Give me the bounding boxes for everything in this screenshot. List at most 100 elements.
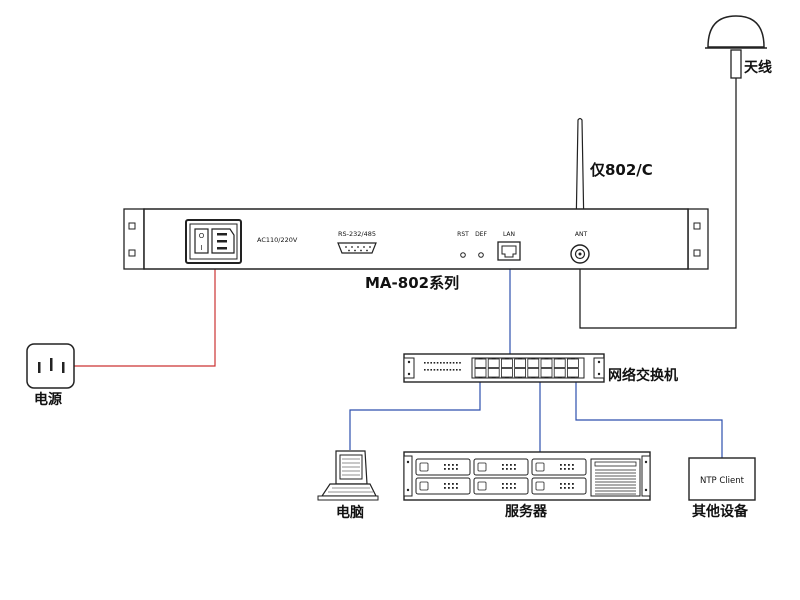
- switch-led: [427, 362, 429, 364]
- drive-led: [514, 464, 516, 466]
- def-label: DEF: [475, 231, 487, 238]
- switch-port-tab: [478, 357, 483, 360]
- switch-led: [440, 369, 442, 371]
- server: [403, 451, 651, 501]
- drive-led: [448, 487, 450, 489]
- switch-port-tab: [557, 357, 562, 360]
- switch-led: [430, 362, 432, 364]
- drive-led: [510, 487, 512, 489]
- rack-hole: [693, 249, 701, 257]
- drive-led: [448, 464, 450, 466]
- power-line: [74, 260, 216, 367]
- switch-port-tab: [518, 357, 523, 360]
- power-switch: [194, 228, 209, 254]
- switch-port: [553, 358, 566, 368]
- drive-led: [452, 483, 454, 485]
- computer-line: [349, 382, 481, 450]
- drive-led: [564, 464, 566, 466]
- switch-port: [527, 368, 540, 378]
- switch-led: [436, 369, 439, 371]
- switch-port: [567, 358, 579, 368]
- drive-bay-latch: [419, 481, 429, 491]
- switch-port: [527, 358, 540, 368]
- rst-button: [460, 252, 466, 258]
- switch-led: [427, 369, 429, 371]
- switch-port: [540, 358, 553, 368]
- connection-lines: [74, 78, 737, 458]
- def-button: [478, 252, 484, 258]
- switch-port-tab: [544, 357, 549, 360]
- switch-port-tab: [531, 357, 536, 360]
- switch-led: [436, 362, 439, 364]
- switch-mark-on: I: [200, 244, 202, 252]
- ant-label: ANT: [575, 231, 588, 238]
- drive-led: [506, 487, 508, 489]
- drive-led: [448, 468, 450, 470]
- drive-led: [514, 468, 516, 470]
- ntp-client-box: NTP Client: [688, 457, 756, 501]
- drive-bay: [531, 458, 587, 476]
- power-rating-label: AC110/220V: [257, 236, 298, 244]
- switch-led: [433, 369, 436, 371]
- switch-port-tab: [504, 377, 509, 379]
- drive-led: [510, 483, 512, 485]
- switch-led: [443, 362, 445, 364]
- drive-led: [452, 468, 454, 470]
- drive-bay: [473, 477, 529, 495]
- computer-label: 电脑: [336, 504, 364, 521]
- drive-bay-latch: [477, 462, 487, 472]
- drive-led: [514, 483, 516, 485]
- power-outlet: [26, 343, 75, 389]
- server-vent: [595, 469, 636, 495]
- gps-antenna: 天线: [705, 15, 772, 79]
- switch-port-tab: [544, 377, 549, 379]
- drive-bay: [415, 458, 471, 476]
- switch-port-tab: [491, 377, 496, 379]
- lan-label: LAN: [503, 231, 515, 238]
- antenna-note: 仅802/C: [589, 161, 653, 179]
- switch-port-tab: [491, 357, 496, 360]
- drive-bay-latch: [419, 462, 429, 472]
- drive-led: [502, 487, 504, 489]
- drive-led: [564, 468, 566, 470]
- switch-port: [540, 368, 553, 378]
- power-label: 电源: [34, 391, 62, 408]
- switch-port: [514, 358, 526, 368]
- drive-led: [514, 487, 516, 489]
- drive-led: [572, 483, 574, 485]
- switch-port: [514, 368, 526, 378]
- switch-led: [446, 369, 448, 371]
- drive-bay: [531, 477, 587, 495]
- db9-port: [337, 242, 377, 254]
- drive-bay-latch: [477, 481, 487, 491]
- switch-port: [474, 358, 487, 368]
- computer: [317, 450, 379, 501]
- drive-led: [560, 464, 562, 466]
- switch-led: [452, 369, 455, 371]
- switch-mark-off: O: [199, 232, 205, 240]
- drive-led: [572, 468, 574, 470]
- switch-port-tab: [504, 357, 509, 360]
- drive-led: [444, 464, 446, 466]
- drive-bay: [415, 477, 471, 495]
- switch-port-tab: [557, 377, 562, 379]
- rack-hole: [128, 222, 136, 230]
- drive-led: [456, 483, 458, 485]
- drive-led: [572, 487, 574, 489]
- drive-led: [568, 468, 570, 470]
- switch-led: [449, 362, 452, 364]
- drive-led: [510, 468, 512, 470]
- antenna-line: [579, 78, 737, 329]
- drive-led: [564, 483, 566, 485]
- switch-ports: [474, 357, 579, 379]
- drive-led: [444, 487, 446, 489]
- switch-led: [440, 362, 442, 364]
- drive-led: [452, 464, 454, 466]
- drive-bay: [473, 458, 529, 476]
- switch-led: [424, 362, 426, 364]
- drive-led: [560, 487, 562, 489]
- switch-led: [459, 369, 461, 371]
- switch-port-tab: [478, 377, 483, 379]
- switch-port-tab: [570, 357, 575, 360]
